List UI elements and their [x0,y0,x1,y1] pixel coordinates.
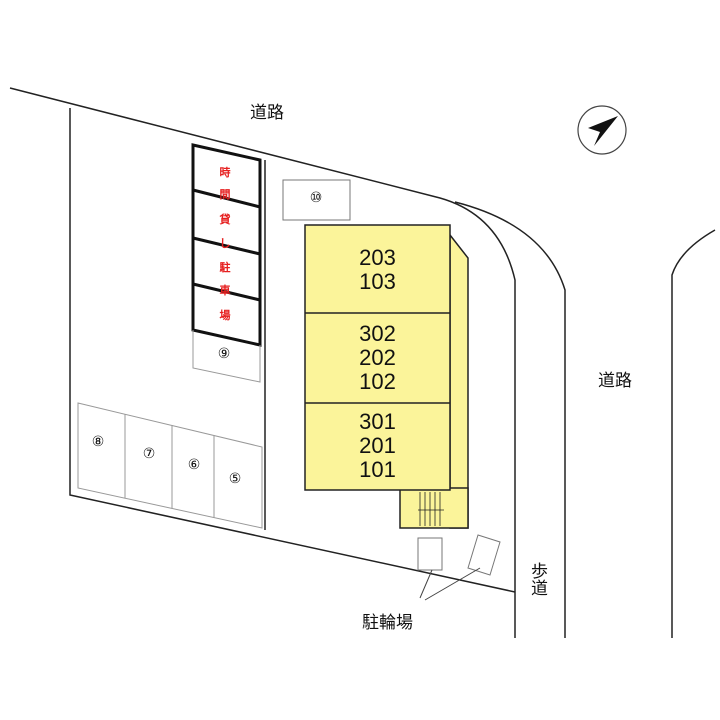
timed-parking-char: 時 [219,166,231,179]
parking-space-6-label: ⑥ [187,457,201,473]
bicycle-parking-label: 駐輪場 [362,613,413,633]
timed-parking-char: 場 [219,309,231,322]
road-top-label: 道路 [250,103,284,123]
timed-parking-char: 貸 [219,213,231,226]
parking-space-10 [282,179,351,221]
road-right-label: 道路 [598,371,632,391]
building-section-2: 302 202 102 [359,321,396,394]
parking-space-10-label: ⑩ [309,190,323,206]
stairs [418,492,444,526]
parking-spaces-5-8 [77,402,263,529]
parking-space-7-label: ⑦ [142,446,156,462]
road-edge-top [9,87,516,638]
building-section-3: 301 201 101 [359,409,396,482]
timed-parking-char: 駐 [219,261,231,274]
sidewalk-label: 歩道 [527,562,547,596]
parking-space-5-label: ⑤ [228,471,242,487]
building [304,224,469,529]
timed-parking-char: し [219,237,231,250]
north-arrow-icon [577,105,627,155]
lot-boundary [69,108,516,593]
building-section-1: 203 103 [359,245,396,294]
parking-space-9-label: ⑨ [217,346,231,362]
sidewalk-edge [454,201,566,638]
road-edge-right [671,229,716,638]
timed-parking-char: 車 [219,284,231,297]
timed-parking-char: 間 [219,188,231,201]
parking-space-8-label: ⑧ [91,434,105,450]
parking-space-9 [192,330,261,383]
bicycle-racks [417,534,501,601]
